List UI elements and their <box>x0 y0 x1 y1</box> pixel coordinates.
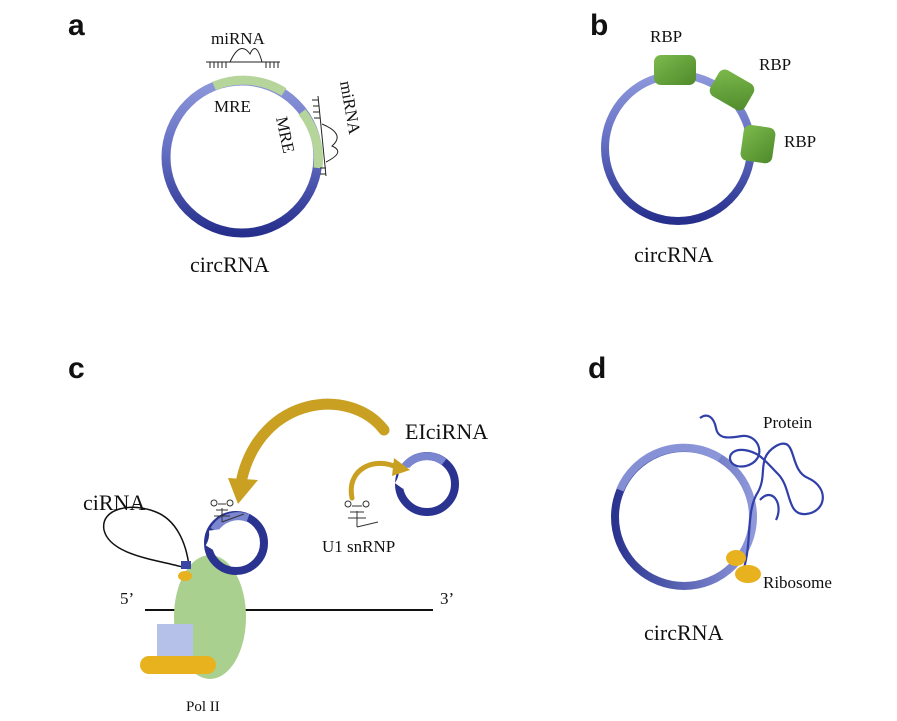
five-prime-label: 5’ <box>120 589 134 608</box>
ribosome-shape <box>726 550 761 583</box>
eicirna-circ <box>394 452 459 516</box>
pol-ii-label: Pol II <box>186 699 220 715</box>
pol-ii-square <box>157 624 193 658</box>
panel-a: a miRNA miRNA MRE MRE circRNA <box>68 9 364 277</box>
mirna-right-icon <box>312 95 339 177</box>
cirna-label: ciRNA <box>83 490 145 515</box>
protein-chain <box>699 414 824 569</box>
panel-a-circ-ring <box>161 75 323 238</box>
mirna-top-label: miRNA <box>211 29 266 48</box>
mre-segment-right <box>298 109 323 169</box>
rbp-2-shape <box>709 69 755 111</box>
cirna-loop <box>103 506 190 569</box>
panel-c: c 5’ 3’ Pol II ciRNA <box>68 352 488 715</box>
panel-c-letter: c <box>68 352 85 385</box>
mre-top-label: MRE <box>214 97 251 116</box>
mre-segment-top <box>212 75 287 96</box>
panel-b-circrna-label: circRNA <box>634 242 714 267</box>
rbp-3-shape <box>740 124 776 164</box>
panel-a-letter: a <box>68 9 85 42</box>
transport-arrow <box>236 398 390 484</box>
eicirna-label: EIciRNA <box>405 419 488 444</box>
transport-arrow-head <box>228 478 258 504</box>
cirna-blue-tip <box>181 561 191 569</box>
rbp-3-label: RBP <box>784 132 816 151</box>
panel-d-circrna-label: circRNA <box>644 620 724 645</box>
pol-ii-bar <box>140 656 216 674</box>
panel-d-letter: d <box>588 352 606 385</box>
u1-arrow-head <box>392 458 410 476</box>
mirna-right-label: miRNA <box>336 79 364 136</box>
u1-snrnp-icon-left <box>210 499 245 523</box>
rbp-1-shape <box>654 55 696 85</box>
pol-side-circ <box>204 511 268 575</box>
mirna-top-icon <box>206 48 280 68</box>
protein-label: Protein <box>763 413 813 432</box>
panel-b-letter: b <box>590 9 608 42</box>
cirna-gold-tip <box>178 571 192 581</box>
u1-snrnp-icon <box>344 500 379 528</box>
mre-right-label: MRE <box>272 115 298 155</box>
rbp-2-label: RBP <box>759 55 791 74</box>
panel-b: b RBP RBP RBP circRNA <box>590 9 816 267</box>
u1-arrow <box>348 461 401 501</box>
three-prime-label: 3’ <box>440 589 454 608</box>
rbp-1-label: RBP <box>650 27 682 46</box>
panel-d: d Protein Ribosome circRNA <box>588 352 832 645</box>
ribosome-label: Ribosome <box>763 573 832 592</box>
panel-a-circrna-label: circRNA <box>190 252 270 277</box>
u1-snrnp-label: U1 snRNP <box>322 537 395 556</box>
